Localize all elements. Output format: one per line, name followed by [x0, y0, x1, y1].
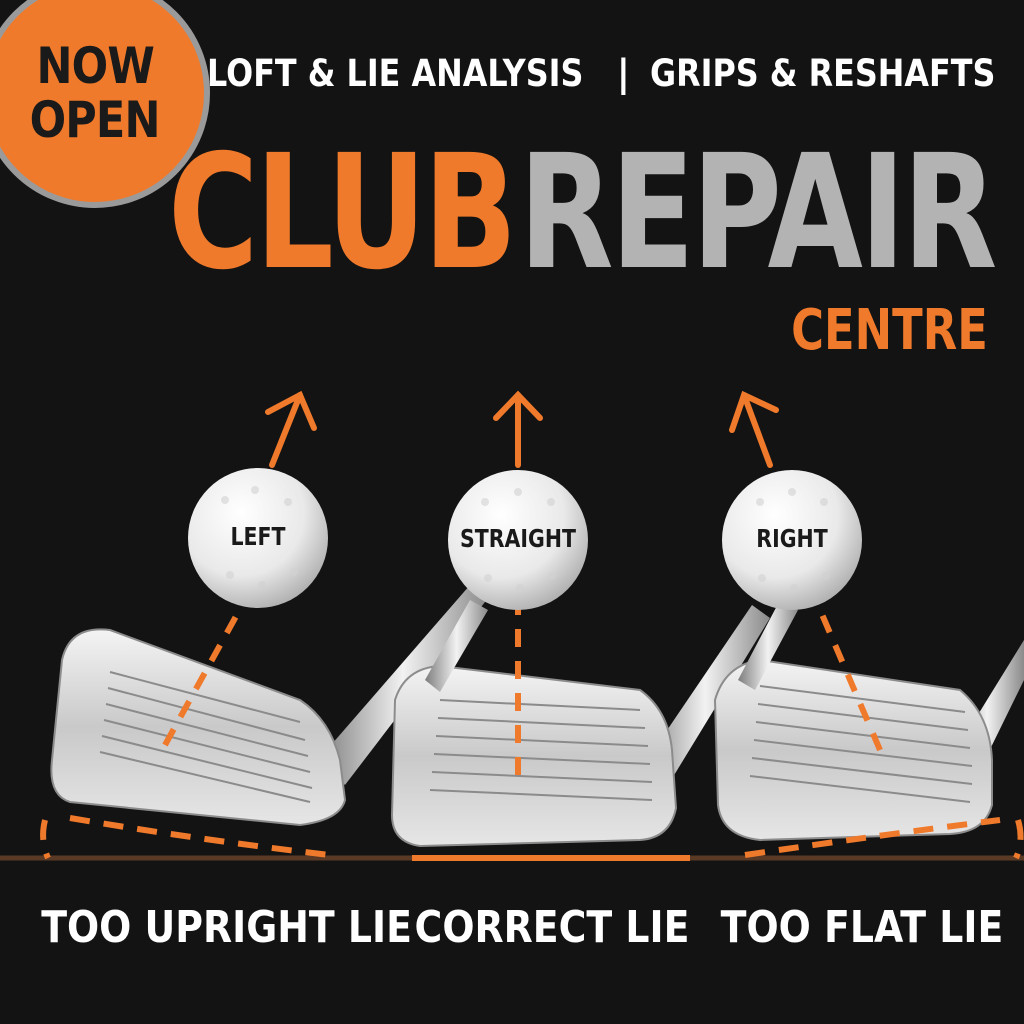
now-open-badge: NOW OPEN	[0, 0, 210, 208]
ball-label-straight: STRAIGHT	[459, 524, 577, 553]
ball-label-left: LEFT	[230, 522, 286, 551]
title-club: CLUB	[168, 121, 517, 305]
lie-label-correct: CORRECT LIE	[414, 902, 690, 953]
title-centre: CENTRE	[791, 298, 988, 363]
page-title: CLUBREPAIR	[168, 128, 997, 298]
club-right-shaft	[738, 600, 798, 690]
ball-label-right: RIGHT	[756, 524, 828, 553]
badge-line-2: OPEN	[30, 91, 161, 149]
service-grips-reshafts: GRIPS & RESHAFTS	[650, 52, 996, 95]
lie-arc-upright	[40, 819, 51, 860]
club-straight-shaft	[425, 600, 488, 692]
arrow-straight	[493, 390, 543, 468]
lie-label-too-flat: TOO FLAT LIE	[720, 902, 1004, 953]
service-separator: |	[616, 52, 631, 95]
lie-arc-flat	[744, 817, 1001, 858]
services-heading: LOFT & LIE ANALYSIS | GRIPS & RESHAFTS	[207, 52, 996, 95]
aim-line-left	[162, 598, 248, 747]
badge-line-1: NOW	[36, 37, 154, 95]
title-repair: REPAIR	[518, 121, 998, 305]
club-too-flat	[713, 640, 1024, 842]
aim-line-right	[815, 603, 883, 752]
lie-arc-flat-end	[1013, 819, 1024, 860]
arrow-left	[265, 390, 317, 468]
lie-label-too-upright: TOO UPRIGHT LIE	[41, 902, 412, 953]
service-loft-lie: LOFT & LIE ANALYSIS	[207, 52, 584, 95]
club-correct	[390, 605, 770, 848]
arrow-right	[729, 390, 779, 468]
